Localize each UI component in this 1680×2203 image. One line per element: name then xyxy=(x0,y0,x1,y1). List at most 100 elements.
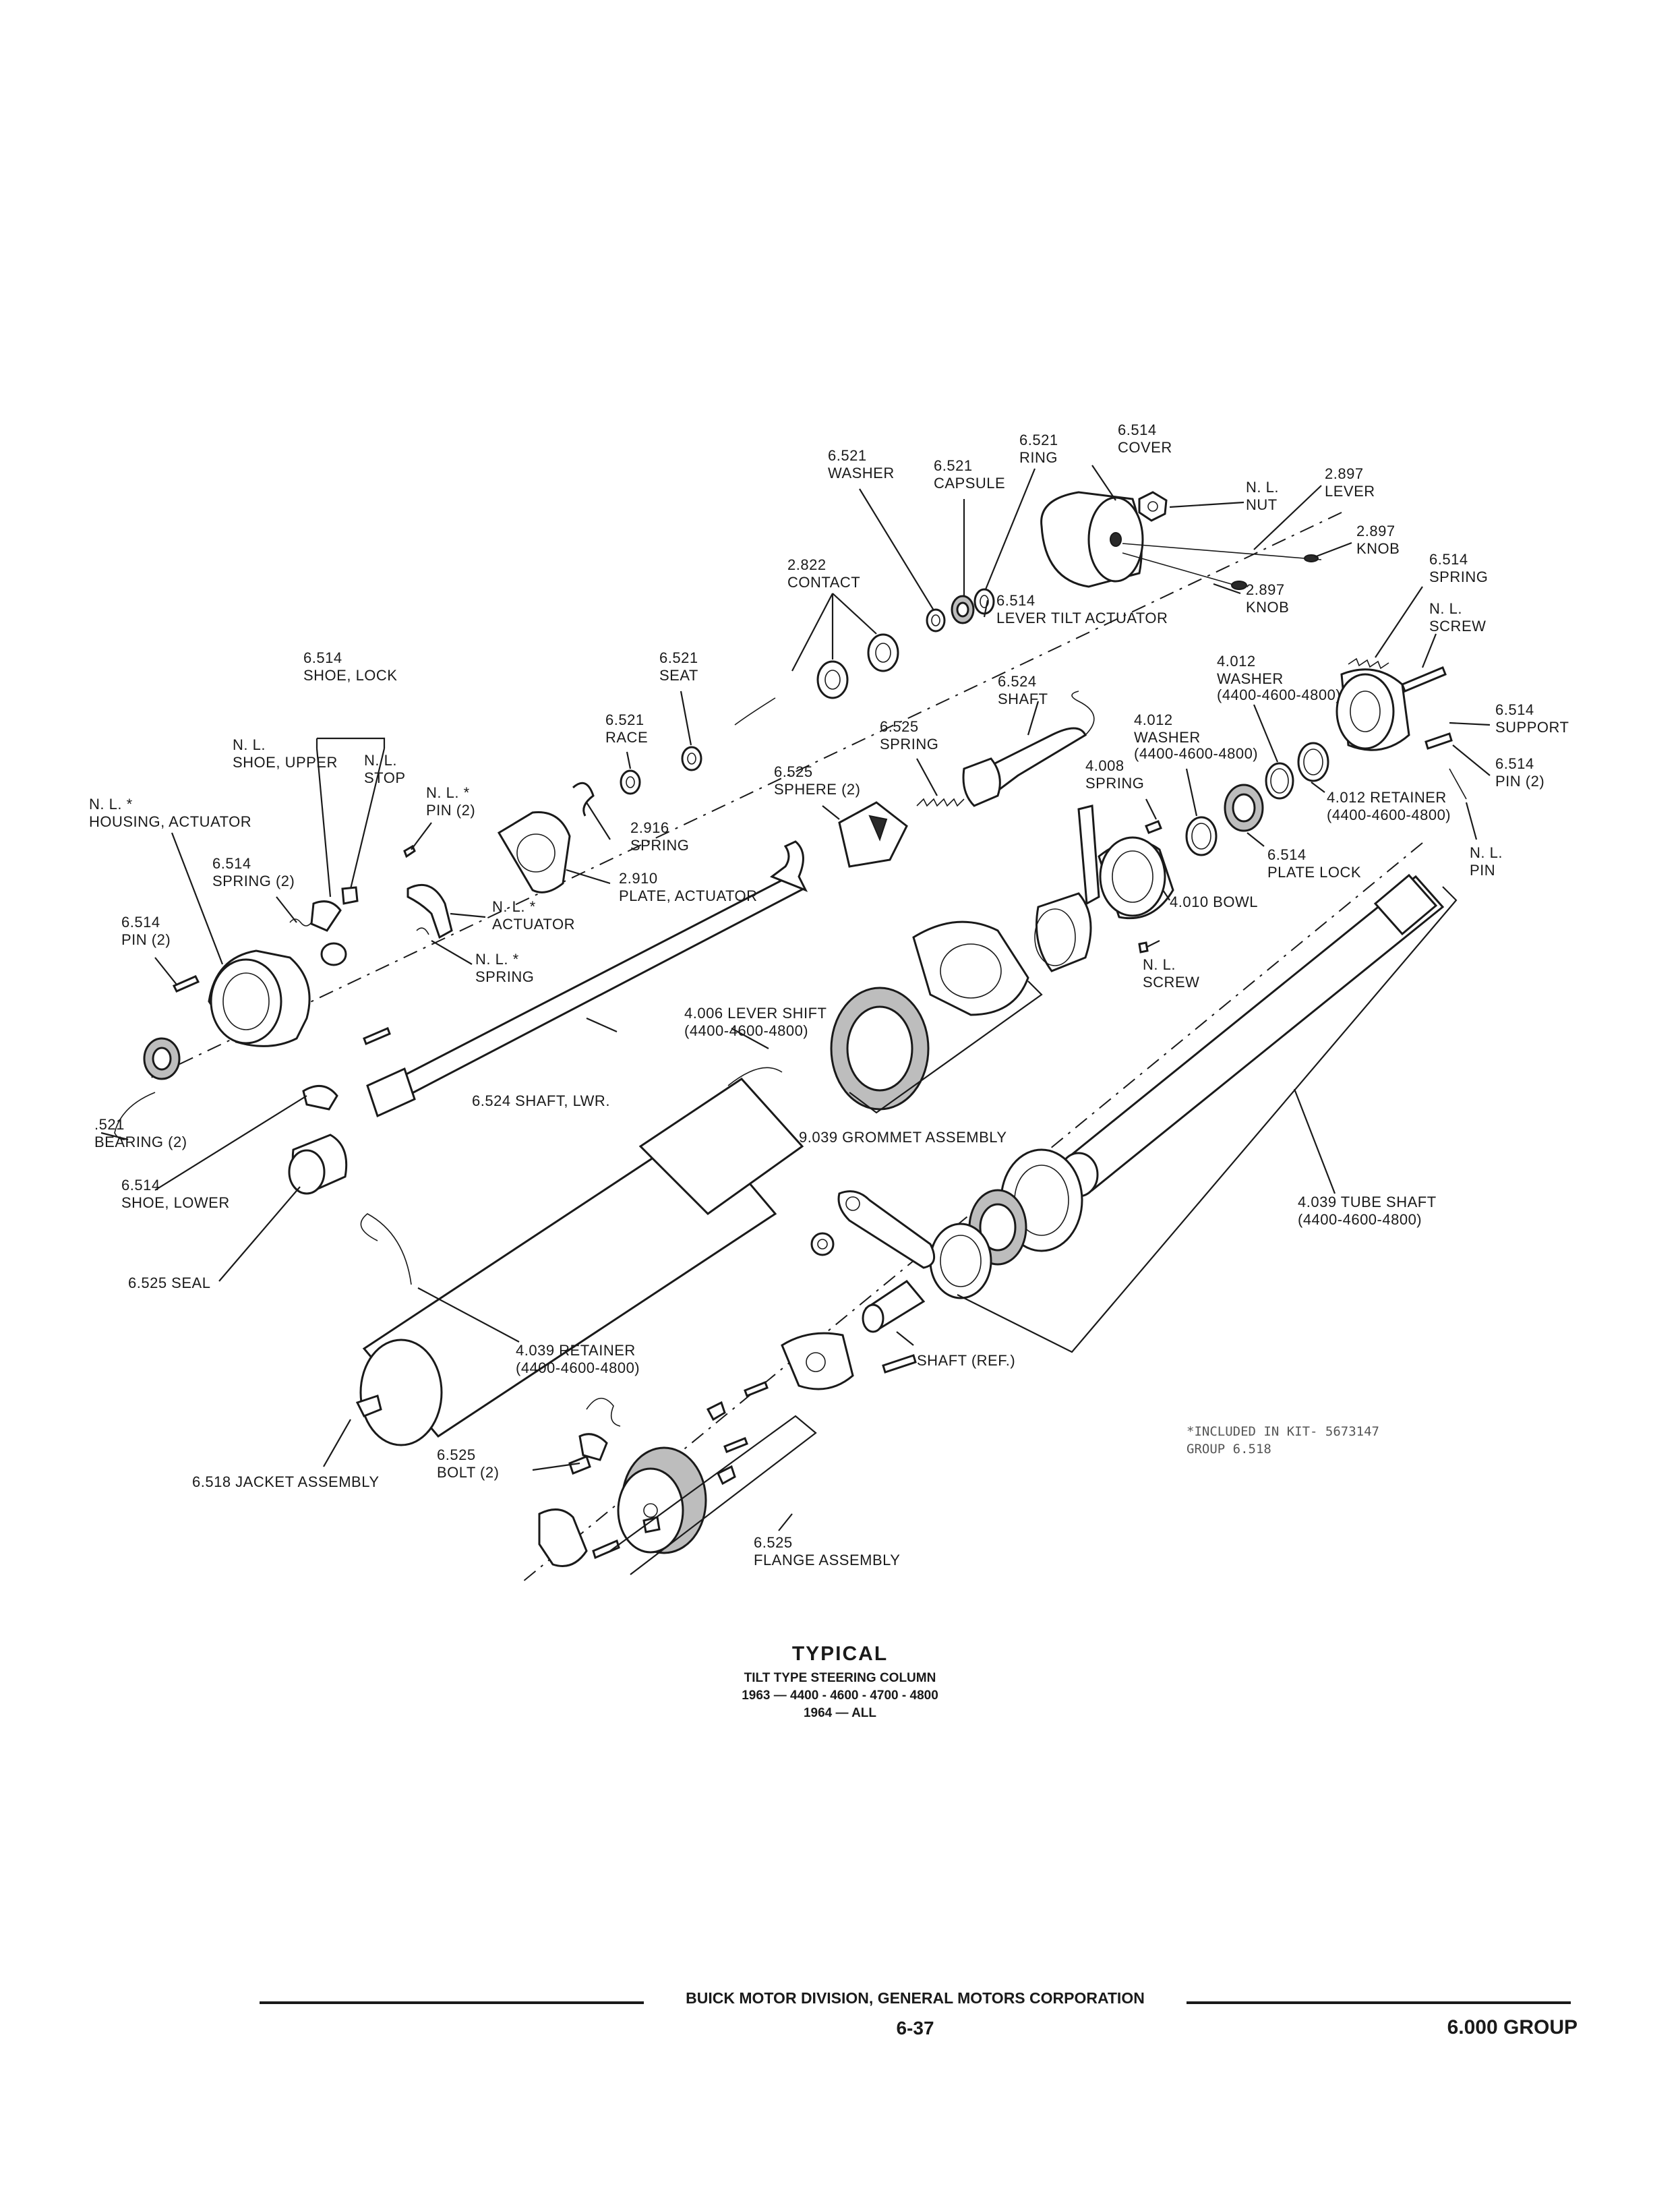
kit-stamp-line1: *INCLUDED IN KIT- 5673147 xyxy=(1187,1424,1379,1439)
pin-6514-left-part xyxy=(172,975,200,993)
caption-title: TYPICAL xyxy=(791,1643,889,1665)
label-nut-nl: N. L.NUT xyxy=(1246,479,1279,513)
flange-clip-b xyxy=(717,1465,736,1486)
label-screw-nl-top: N. L.SCREW xyxy=(1429,600,1486,635)
lever-shift-part xyxy=(830,987,930,1111)
kit-stamp: *INCLUDED IN KIT- 5673147 GROUP 6.518 xyxy=(1187,1423,1379,1458)
pin-nl-right-part xyxy=(1449,768,1467,800)
spring-6525-part xyxy=(916,798,965,807)
bowl-lever-part xyxy=(1077,804,1100,906)
knob-rod xyxy=(1122,552,1241,587)
race-part xyxy=(620,769,641,795)
bolt-clip-spring xyxy=(586,1397,621,1427)
shoe-lock-bracket-line xyxy=(316,737,386,748)
flange-clip-c xyxy=(642,1516,661,1533)
shaft-ref-bolt xyxy=(882,1354,917,1374)
flange-clip-a xyxy=(706,1401,726,1421)
lower-shaft-part xyxy=(366,840,808,1118)
jacket-assembly-part xyxy=(355,1067,804,1446)
flange-assembly-part xyxy=(617,1446,707,1554)
footer-rule-left xyxy=(260,2001,644,2004)
washer-4012-b-part xyxy=(1185,816,1218,856)
grommet-bracket xyxy=(849,980,1043,1114)
actuator-part xyxy=(407,883,453,939)
label-housing-actuator-nl: N. L. *HOUSING, ACTUATOR xyxy=(89,796,251,830)
footer-division: BUICK MOTOR DIVISION, GENERAL MOTORS COR… xyxy=(686,1989,1145,2007)
label-shaft-ref: SHAFT (REF.) xyxy=(917,1352,1015,1369)
flange-upper-part xyxy=(781,1332,854,1390)
pin-6514-right-part xyxy=(1424,732,1453,750)
contact-part xyxy=(734,633,899,726)
seal-part xyxy=(288,1134,348,1195)
capsule-part xyxy=(951,595,975,624)
footer-rule-right xyxy=(1187,2001,1571,2004)
lower-ring-c xyxy=(929,1223,992,1299)
caption-line3: 1964 — ALL xyxy=(803,1706,877,1720)
seat-part xyxy=(681,746,702,771)
shoe-lower-part xyxy=(302,1085,338,1111)
label-shaft-lwr-6524: 6.524 SHAFT, LWR. xyxy=(472,1092,610,1109)
flange-lower-clamp xyxy=(538,1508,620,1567)
label-spring-nl: N. L. *SPRING xyxy=(475,951,534,985)
spring-left-part xyxy=(289,918,312,927)
label-tube-shaft-4039: 4.039 TUBE SHAFT(4400-4600-4800) xyxy=(1298,1194,1437,1228)
tube-shaft-part xyxy=(1058,873,1445,1198)
label-pin-nl-right: N. L.PIN xyxy=(1470,844,1503,879)
plate-lock-part xyxy=(1224,784,1264,832)
label-stop-nl: N. L.STOP xyxy=(364,752,406,786)
housing-pin-part xyxy=(363,1027,391,1045)
caption-line2: 1963 — 4400 - 4600 - 4700 - 4800 xyxy=(742,1688,938,1703)
sphere-part xyxy=(838,801,908,868)
footer-group: 6.000 GROUP xyxy=(1447,2016,1578,2038)
stop-part xyxy=(341,886,359,905)
housing-actuator-part xyxy=(208,949,311,1047)
grommet-part xyxy=(912,920,1029,1016)
shoe-upper-part xyxy=(310,900,342,932)
screw-top-part xyxy=(1401,666,1447,693)
label-seal-6525: 6.525 SEAL xyxy=(128,1274,210,1291)
nut-part xyxy=(1138,491,1168,522)
flange-bracket xyxy=(609,1415,817,1575)
label-lever-shift-4006: 4.006 LEVER SHIFT(4400-4600-4800) xyxy=(684,1005,827,1039)
knob-lower xyxy=(1231,581,1247,590)
lower-nut-part xyxy=(810,1232,835,1256)
tube-bracket xyxy=(957,886,1458,1353)
flange-bolt-a xyxy=(744,1381,769,1397)
bowl-ring-part xyxy=(1034,892,1092,972)
label-shoe-upper-nl: N. L.SHOE, UPPER xyxy=(233,736,338,771)
support-part xyxy=(1336,668,1410,751)
lever-rod xyxy=(1122,543,1322,560)
label-jacket-6518: 6.518 JACKET ASSEMBLY xyxy=(192,1473,380,1490)
bolt-6525-part xyxy=(568,1433,608,1475)
washer-4012-a-part xyxy=(1265,762,1294,800)
shift-arm-part xyxy=(837,1190,936,1269)
retainer-4012-part xyxy=(1297,742,1329,782)
caption-line1: TILT TYPE STEERING COLUMN xyxy=(744,1671,936,1685)
